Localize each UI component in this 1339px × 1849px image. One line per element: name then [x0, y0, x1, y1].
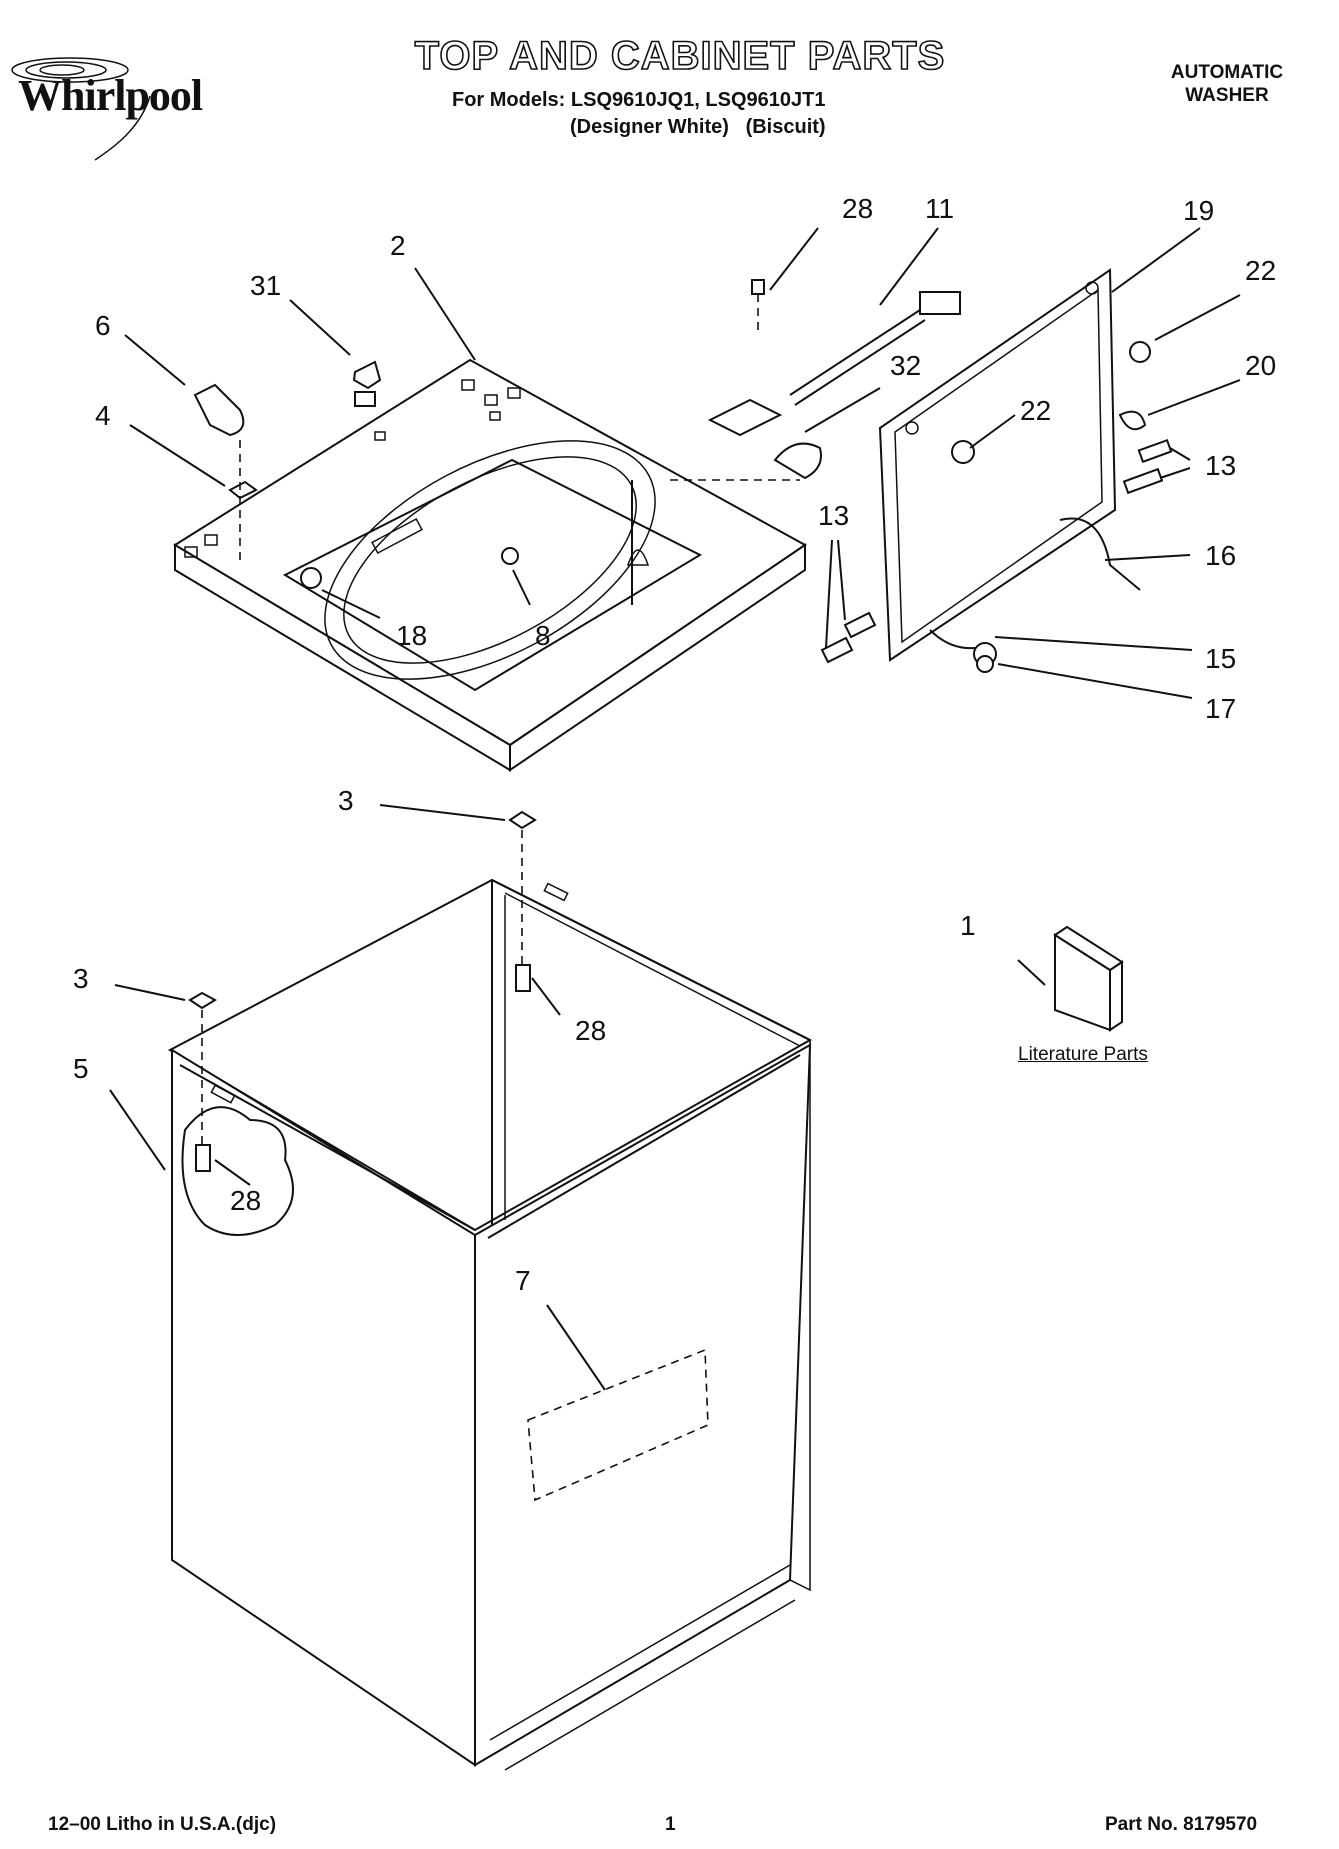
finish-names: (Designer White) (Biscuit)	[570, 116, 826, 138]
callout-28a: 28	[842, 193, 873, 224]
footer-litho: 12–00 Litho in U.S.A.(djc)	[48, 1814, 277, 1835]
literature-booklet	[1053, 925, 1124, 1032]
lid-hardware	[820, 341, 1173, 673]
callout-16: 16	[1205, 540, 1236, 571]
callout-11: 11	[925, 193, 954, 224]
callout-32: 32	[890, 350, 921, 381]
part-32-seal	[773, 442, 822, 480]
literature-parts-label: Literature Parts	[1018, 1044, 1148, 1065]
callout-22a: 22	[1245, 255, 1276, 286]
appliance-type-line2: WASHER	[1185, 85, 1269, 106]
callout-5: 5	[73, 1053, 89, 1084]
callout-3a: 3	[338, 785, 354, 816]
callout-18: 18	[396, 620, 427, 651]
part-11-wire-harness	[707, 291, 961, 437]
part-31-clip	[352, 360, 382, 407]
callout-7: 7	[515, 1265, 531, 1296]
callout-31: 31	[250, 270, 281, 301]
callout-2: 2	[390, 230, 406, 261]
cabinet	[167, 878, 813, 1771]
callout-22b: 22	[1020, 395, 1051, 426]
callout-1: 1	[960, 910, 976, 941]
callout-4: 4	[95, 400, 111, 431]
part-6-hinge	[193, 383, 245, 437]
leader-lines	[109, 227, 1241, 1391]
model-numbers: For Models: LSQ9610JQ1, LSQ9610JT1	[452, 89, 826, 111]
callout-13a: 13	[1205, 450, 1236, 481]
callout-3b: 3	[73, 963, 89, 994]
footer-page-number: 1	[665, 1814, 676, 1835]
callout-28b: 28	[575, 1015, 606, 1046]
callout-20: 20	[1245, 350, 1276, 381]
callout-19: 19	[1183, 195, 1214, 226]
brand-logo: Whirlpool	[18, 71, 203, 120]
footer-part-number: Part No. 8179570	[1105, 1814, 1258, 1835]
callout-6: 6	[95, 310, 111, 341]
callout-8: 8	[535, 620, 551, 651]
lid	[878, 268, 1117, 662]
callout-13b: 13	[818, 500, 849, 531]
appliance-type-line1: AUTOMATIC	[1170, 62, 1284, 83]
part-28-screw-top	[751, 279, 765, 330]
callout-labels: 28 11 19 2 31 22 6 20 32 22 4 13 13 16 1…	[73, 193, 1276, 1296]
callout-28c: 28	[230, 1185, 261, 1216]
cabinet-pads-and-screws	[188, 810, 537, 1172]
callout-15: 15	[1205, 643, 1236, 674]
callout-17: 17	[1205, 693, 1236, 724]
whirlpool-logo-swoosh	[11, 57, 151, 161]
page-title: TOP AND CABINET PARTS	[414, 33, 946, 79]
top-panel	[173, 358, 807, 772]
